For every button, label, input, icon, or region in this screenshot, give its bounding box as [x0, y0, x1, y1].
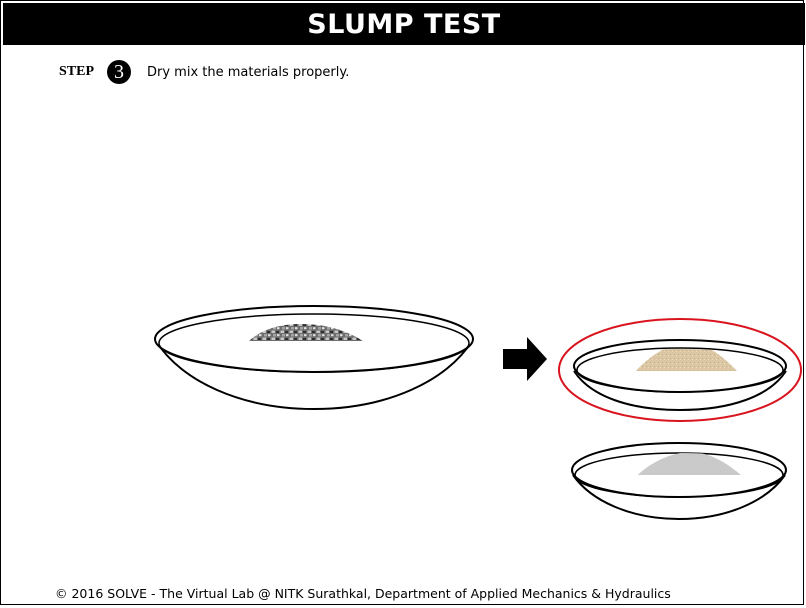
- sand-pan[interactable]: [558, 318, 802, 422]
- highlight-ring: [558, 318, 802, 422]
- coarse-aggregate-pile: [238, 324, 381, 341]
- step-number-badge: 3: [107, 60, 131, 84]
- right-arrow-icon: [503, 337, 547, 381]
- step-instruction: Dry mix the materials properly.: [147, 65, 350, 80]
- page-title: SLUMP TEST: [307, 8, 501, 40]
- title-bar: SLUMP TEST: [3, 3, 805, 45]
- large-pan: [154, 305, 474, 411]
- sand-pile: [628, 349, 746, 371]
- footer-copyright: © 2016 SOLVE - The Virtual Lab @ NITK Su…: [55, 586, 671, 601]
- cement-pile: [627, 453, 753, 475]
- step-label: STEP: [59, 64, 95, 79]
- cement-pan[interactable]: [571, 442, 787, 521]
